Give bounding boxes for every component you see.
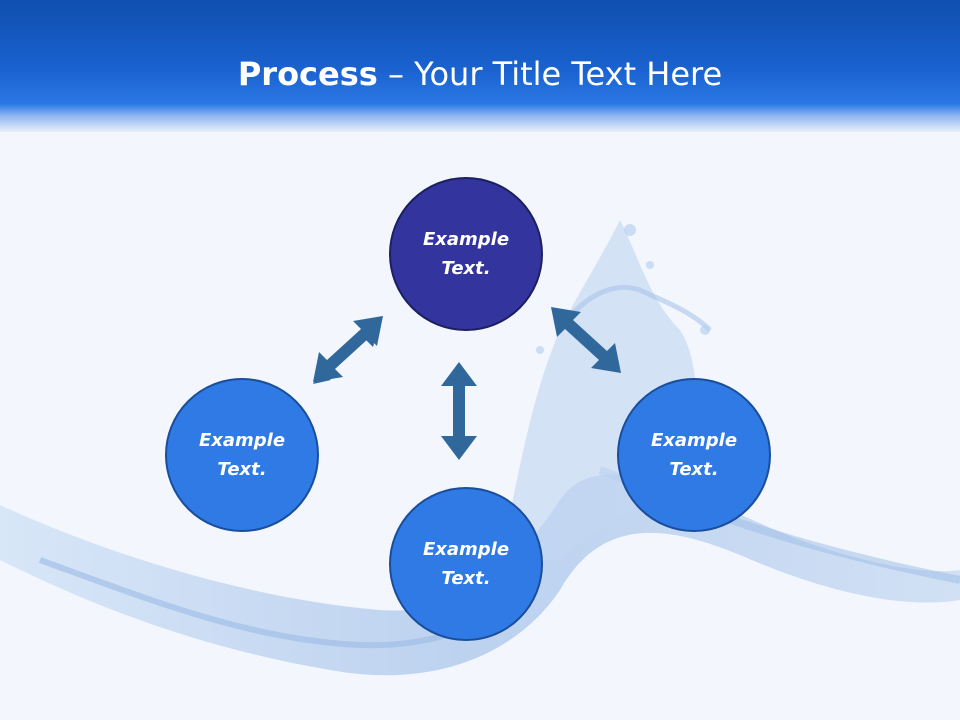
node-bottom-line1: Example bbox=[422, 539, 510, 560]
node-right-line2: Text. bbox=[669, 459, 719, 480]
node-left-line1: Example bbox=[198, 430, 286, 451]
double-arrow-left-top-shape bbox=[313, 316, 383, 382]
node-right-line1: Example bbox=[650, 430, 738, 451]
process-node-top: Example Text. bbox=[389, 177, 543, 331]
process-node-bottom: Example Text. bbox=[389, 487, 543, 641]
node-top-line1: Example bbox=[422, 229, 510, 250]
title-bold: Process bbox=[237, 55, 378, 93]
node-left-line2: Text. bbox=[217, 459, 267, 480]
title-rest: – Your Title Text Here bbox=[377, 55, 723, 93]
page-title: Process – Your Title Text Here bbox=[0, 52, 960, 96]
header-band bbox=[0, 0, 960, 132]
double-arrow-right-top bbox=[551, 307, 621, 373]
node-bottom-line2: Text. bbox=[441, 568, 491, 589]
process-node-left: Example Text. bbox=[165, 378, 319, 532]
process-node-right: Example Text. bbox=[617, 378, 771, 532]
double-arrow-vertical bbox=[441, 362, 477, 460]
node-top-line2: Text. bbox=[441, 258, 491, 279]
